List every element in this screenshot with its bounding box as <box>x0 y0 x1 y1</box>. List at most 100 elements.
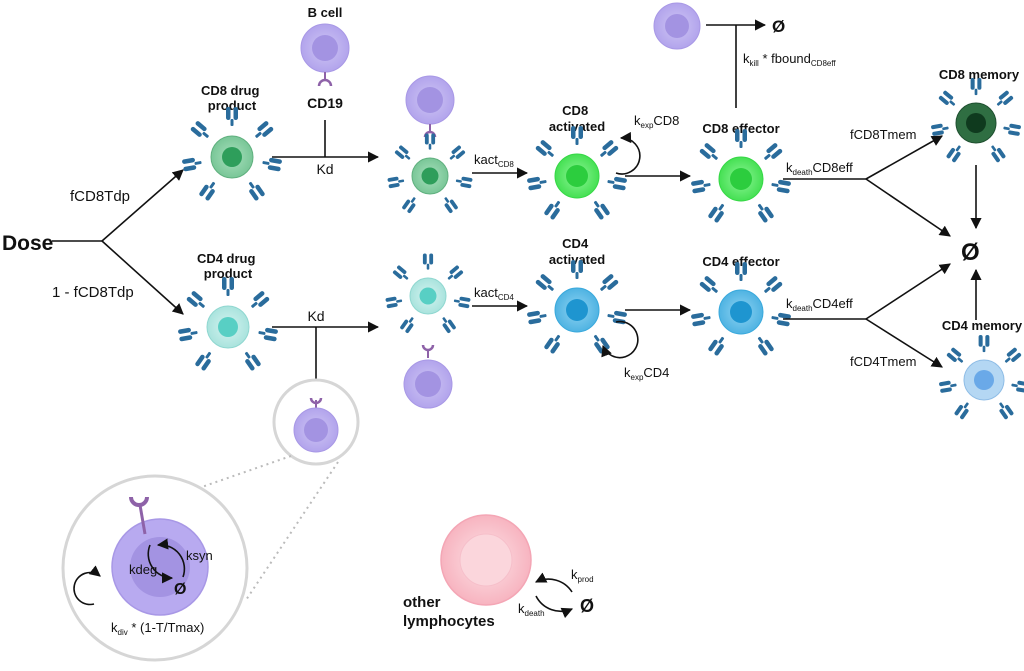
cd4-activated-line2: activated <box>549 252 605 267</box>
fcd8tmem-label: fCD8Tmem <box>850 127 916 142</box>
other-lymphocyte-cell <box>440 514 532 606</box>
cd4-memory-label: CD4 memory <box>942 318 1023 333</box>
kact-cd4-sub: CD4 <box>498 293 515 302</box>
cd8-activated-line1: CD8 <box>562 103 588 118</box>
kprod-arrow <box>534 572 573 593</box>
kdeath-cd8eff-sub: death <box>793 168 813 177</box>
kexp-cd4-sub: exp <box>631 373 644 382</box>
cd19-label: CD19 <box>307 95 343 111</box>
kd-top-label: Kd <box>316 161 333 177</box>
cd8-effector-cell <box>691 129 792 223</box>
one-minus-fcd8tdp-label: 1 - fCD8Tdp <box>52 284 134 301</box>
other-lymphocytes-line2: lymphocytes <box>403 613 495 630</box>
cd4-activated-cell <box>527 260 628 354</box>
arrow-to-cd8-dp <box>101 169 184 242</box>
b-cell-label: B cell <box>308 5 343 20</box>
cd8-memory-cell <box>931 78 1022 163</box>
kdeath-cd4eff-suffix: CD4eff <box>813 296 854 311</box>
arrow-cd4-death <box>865 263 951 320</box>
bound-cd19-icon-cd4 <box>421 344 435 352</box>
kact-cd8-label: kactCD8 <box>474 152 514 169</box>
cd8-memory-label: CD8 memory <box>939 67 1020 82</box>
kact-cd8-sub: CD8 <box>498 160 515 169</box>
dose-label: Dose <box>2 232 53 255</box>
cd8-effector-label: CD8 effector <box>702 121 779 136</box>
cd8-activated-label: CD8 activated <box>549 103 605 134</box>
ksyn-label: ksyn <box>186 548 213 563</box>
cd4-effector-cell <box>691 262 792 356</box>
zoom-dash-right <box>245 461 339 601</box>
kdeath-cd8eff-label: kdeathCD8eff <box>786 160 853 177</box>
cd19-receptor-icon <box>317 78 333 87</box>
kdiv-sub: div <box>118 628 128 637</box>
kprod-sub: prod <box>578 575 594 584</box>
arrow-cd8-death <box>865 178 951 237</box>
other-lymphocytes-line1: other <box>403 594 441 611</box>
cd4-drug-product-line1: CD4 drug <box>197 251 256 266</box>
kill-empty-set: Ø <box>772 17 785 36</box>
kkill-label: kkill * fboundCD8eff <box>743 51 836 68</box>
other-lymphocytes-label: other lymphocytes <box>403 594 495 630</box>
kexp-cd8-label: kexpCD8 <box>634 113 679 130</box>
cd8-activated-cell <box>527 126 628 220</box>
kexp-cd4-base: k <box>624 365 631 380</box>
arrow-to-cd4-dp <box>101 240 184 315</box>
zoom-source-cd19-icon <box>309 397 323 405</box>
b-cell-top <box>300 23 350 73</box>
kdeath-cd4eff-base: k <box>786 296 793 311</box>
cd8-drug-product-line1: CD8 drug <box>201 83 260 98</box>
cd4-drug-product-label: CD4 drug product <box>197 251 259 281</box>
kkill-sub: kill <box>750 59 760 68</box>
kdiv-base: k <box>111 620 118 635</box>
zoom-cd19-receptor-icon <box>129 496 149 507</box>
bound-b-cell-cd4 <box>403 359 453 409</box>
bound-b-cell-cd8 <box>405 75 455 125</box>
kprod-base: k <box>571 567 578 582</box>
kdeath-lymph-arrow <box>535 595 574 619</box>
cd4-activated-line1: CD4 <box>562 236 589 251</box>
kexp-cd8-suffix: CD8 <box>653 113 679 128</box>
ksyn-arrow <box>156 538 186 578</box>
kdeath-cd4eff-sub: death <box>793 304 813 313</box>
kdeath-lymph-base: k <box>518 601 525 616</box>
kexp-cd4-loop-arrow <box>601 320 639 359</box>
killed-b-cell <box>653 2 701 50</box>
kdeg-label: kdeg <box>129 562 157 577</box>
kdiv-loop-arrow <box>73 565 101 606</box>
kdiv-label: kdiv * (1-T/Tmax) <box>111 620 204 637</box>
kact-cd4-label: kactCD4 <box>474 285 514 302</box>
kprod-label: kprod <box>571 567 594 584</box>
arrow-to-cd4-memory <box>865 318 943 368</box>
arrow-to-cd8-memory <box>865 135 943 180</box>
kdeath-cd8eff-suffix: CD8eff <box>813 160 854 175</box>
kexp-cd8-sub: exp <box>641 121 654 130</box>
kdeath-lymph-sub: death <box>525 609 545 618</box>
kact-cd8-base: kact <box>474 152 498 167</box>
zoom-empty-set: Ø <box>174 581 186 598</box>
kdeath-cd4eff-label: kdeathCD4eff <box>786 296 853 313</box>
kkill-base: k <box>743 51 750 66</box>
bound-cd8-cell <box>387 134 472 214</box>
kexp-cd8-base: k <box>634 113 641 128</box>
kd-bottom-label: Kd <box>307 308 324 324</box>
cd4-drug-product-line2: product <box>204 266 253 281</box>
kdeath-cd8eff-base: k <box>786 160 793 175</box>
cd8-drug-product-label: CD8 drug product <box>201 83 263 113</box>
cd8-drug-product-cell <box>182 107 283 201</box>
zoom-b-cell <box>111 518 209 616</box>
zoom-source-b-cell <box>293 407 339 453</box>
cd8-drug-product-line2: product <box>208 98 257 113</box>
bound-cd4-cell <box>385 254 470 334</box>
cd4-activated-label: CD4 activated <box>549 236 605 267</box>
cd4-effector-label: CD4 effector <box>702 254 779 269</box>
kdiv-suffix: * (1-T/Tmax) <box>128 620 205 635</box>
death-empty-set: Ø <box>961 239 980 266</box>
kact-cd4-base: kact <box>474 285 498 300</box>
fcd4tmem-label: fCD4Tmem <box>850 354 916 369</box>
kkill-middle: * fbound <box>759 51 811 66</box>
cd4-drug-product-cell <box>178 277 279 371</box>
kexp-cd8-loop-arrow <box>615 131 641 175</box>
fcd8tdp-label: fCD8Tdp <box>70 188 130 205</box>
